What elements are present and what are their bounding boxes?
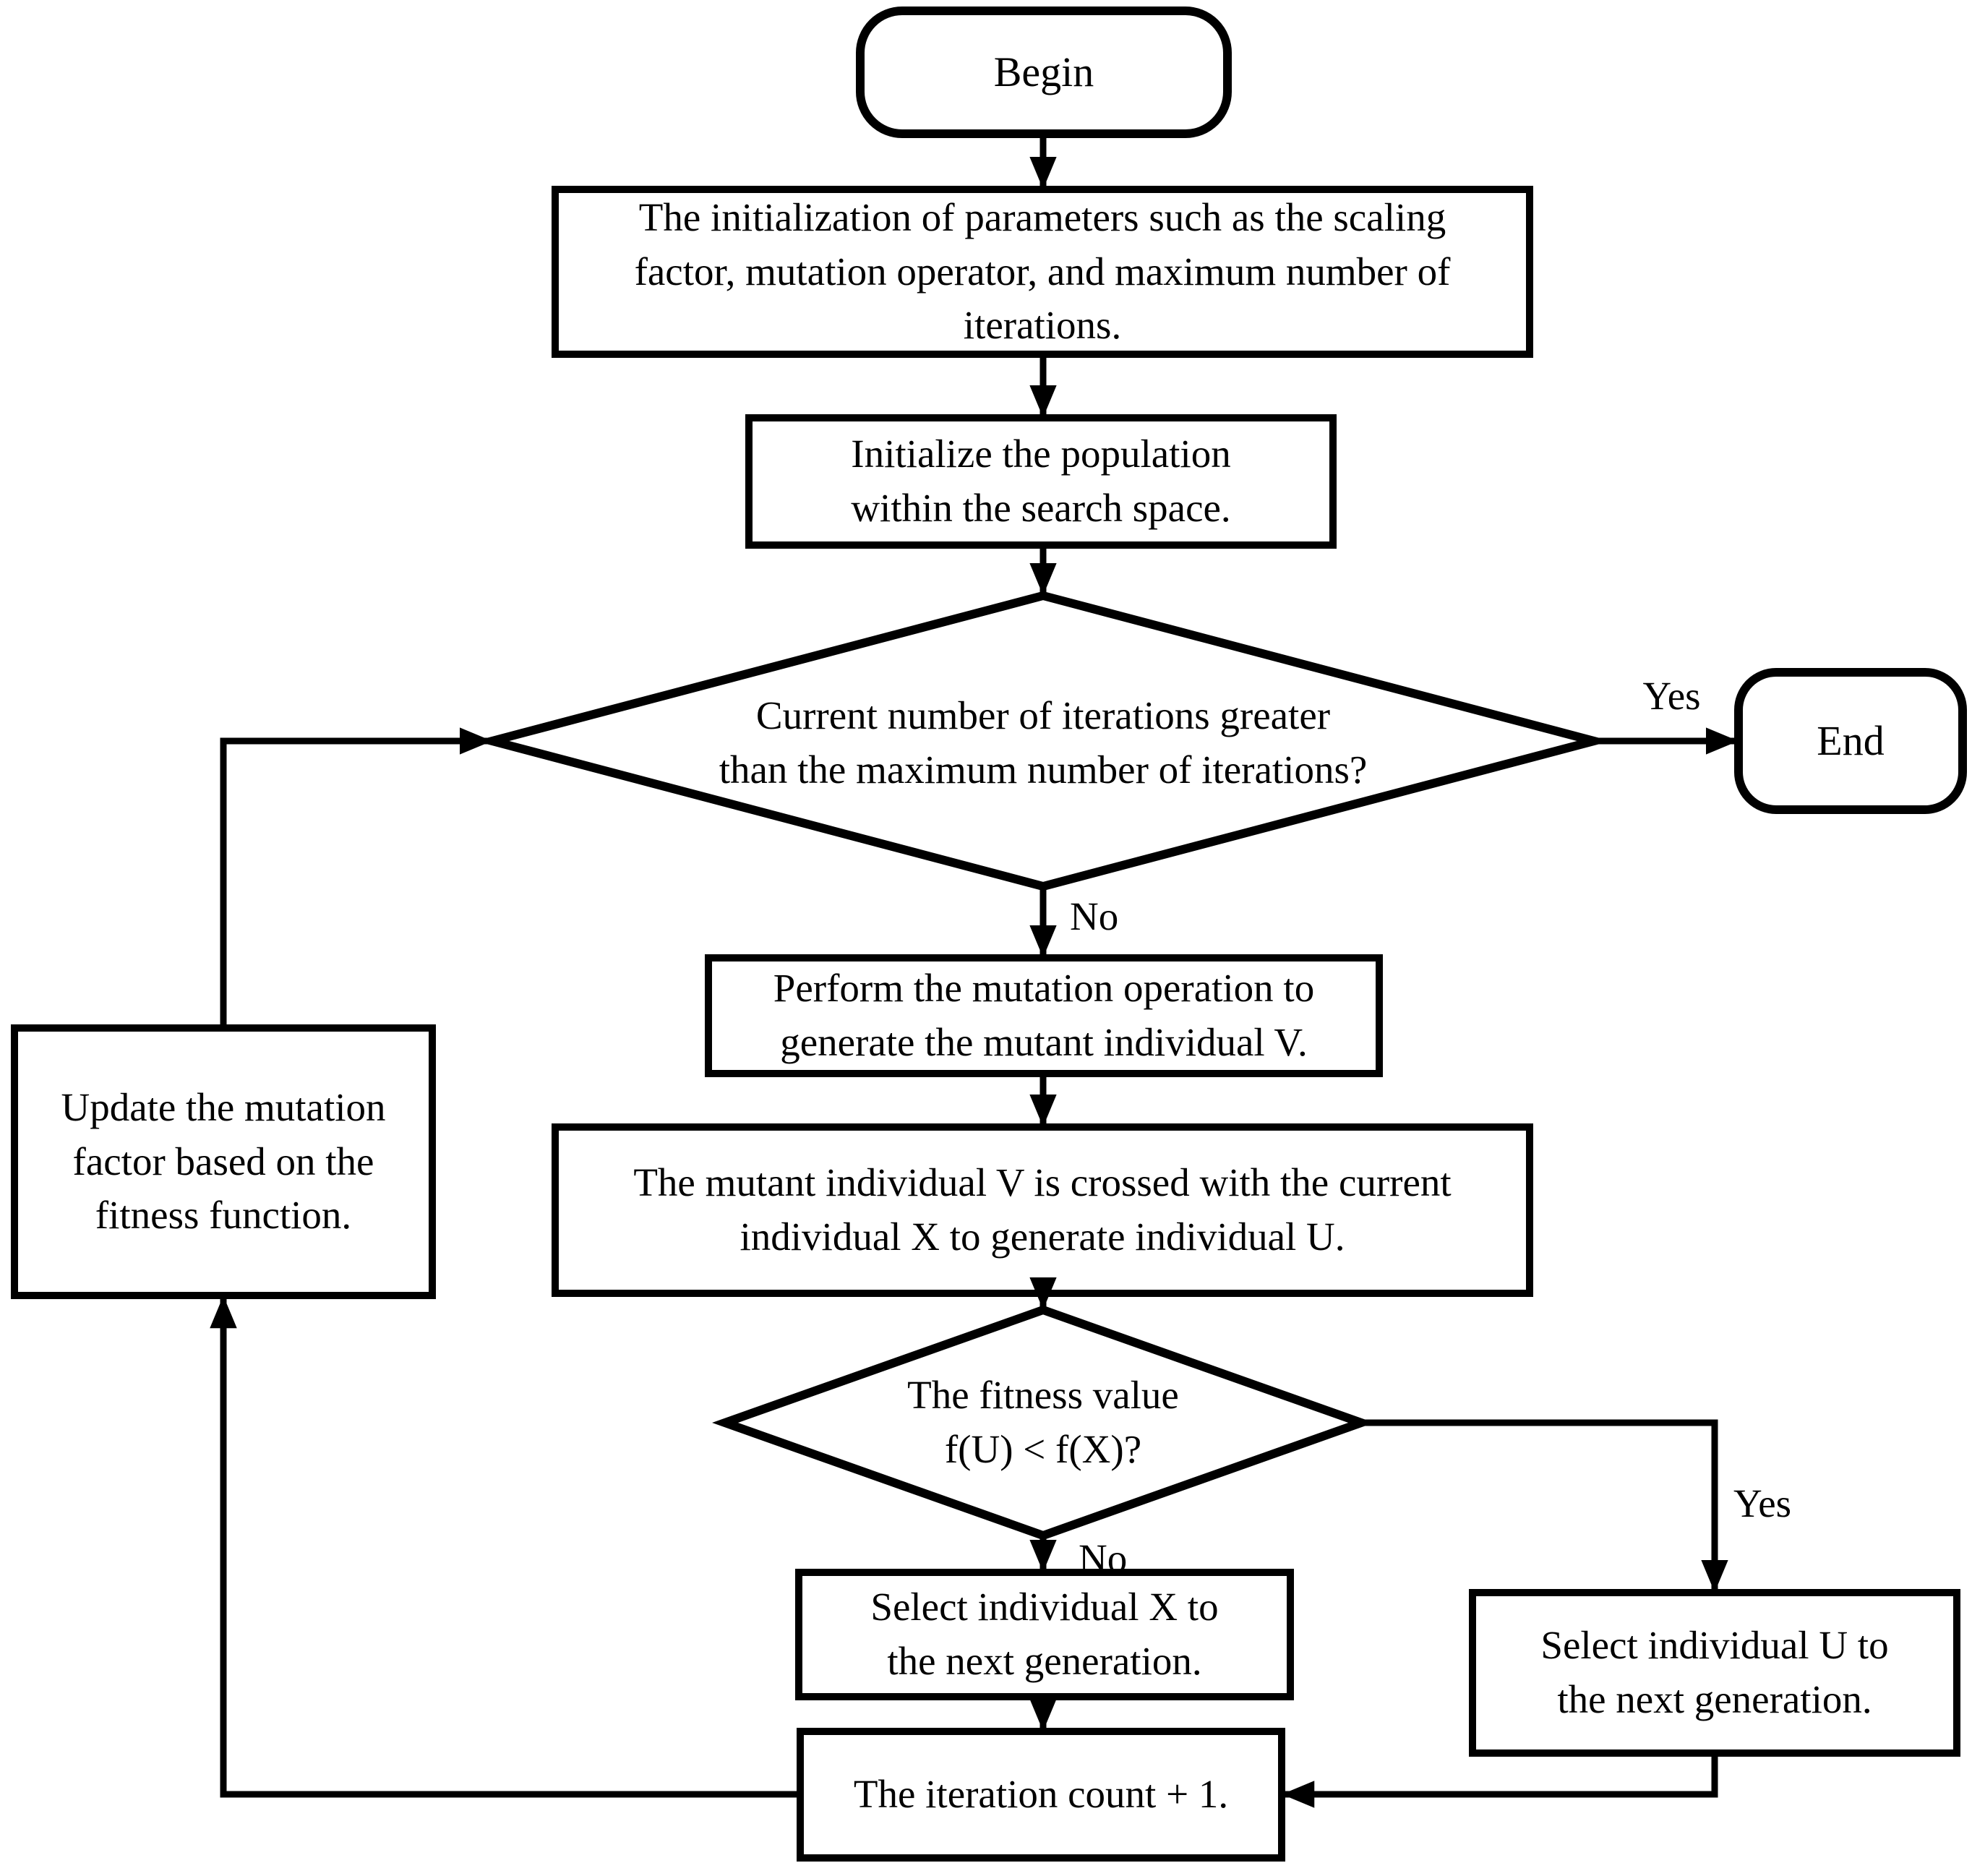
mutation-node-label: Perform the mutation operation to genera… xyxy=(773,966,1315,1064)
iteration-increment-process-shape xyxy=(797,1728,1285,1862)
iteration-check-node-label: Current number of iterations greater tha… xyxy=(719,693,1368,792)
init-population-node-label: Initialize the population within the sea… xyxy=(851,432,1231,530)
update-mutation-factor-node-label: Update the mutation factor based on the … xyxy=(61,1084,386,1238)
select-u-process-shape xyxy=(1469,1589,1960,1757)
init-params-process-shape xyxy=(552,186,1533,358)
init-params-node-label: The initialization of parameters such as… xyxy=(634,194,1451,348)
iteration-check-yes-label: Yes xyxy=(1642,674,1701,718)
select-x-node-label: Select individual X to the next generati… xyxy=(870,1585,1219,1683)
iteration-check-no-label: No xyxy=(1070,894,1119,938)
edge-iteration-increment-to-update-factor xyxy=(210,1295,800,1798)
end-node-label: End xyxy=(1817,716,1885,764)
fitness-check-no-label: No xyxy=(1079,1536,1128,1580)
edge-select-u-to-iteration-increment xyxy=(1282,1753,1718,1808)
update-mutation-factor-process-shape xyxy=(11,1024,436,1299)
edge-fitness-check-yes-to-select-u xyxy=(1361,1419,1728,1593)
end-terminator-shape xyxy=(1734,668,1967,814)
begin-node-label: Begin xyxy=(993,48,1094,95)
select-u-node-label: Select individual U to the next generati… xyxy=(1540,1623,1889,1721)
iteration-increment-node-label: The iteration count + 1. xyxy=(853,1772,1229,1817)
edge-update-factor-to-iteration-check xyxy=(220,727,492,1028)
fitness-check-node-label: The fitness value f(U) < f(X)? xyxy=(907,1373,1179,1471)
init-population-process-shape xyxy=(745,414,1337,549)
select-x-process-shape xyxy=(795,1569,1294,1700)
fitness-check-yes-label: Yes xyxy=(1733,1481,1792,1525)
crossover-node-label: The mutant individual V is crossed with … xyxy=(633,1160,1452,1259)
crossover-process-shape xyxy=(552,1123,1533,1297)
